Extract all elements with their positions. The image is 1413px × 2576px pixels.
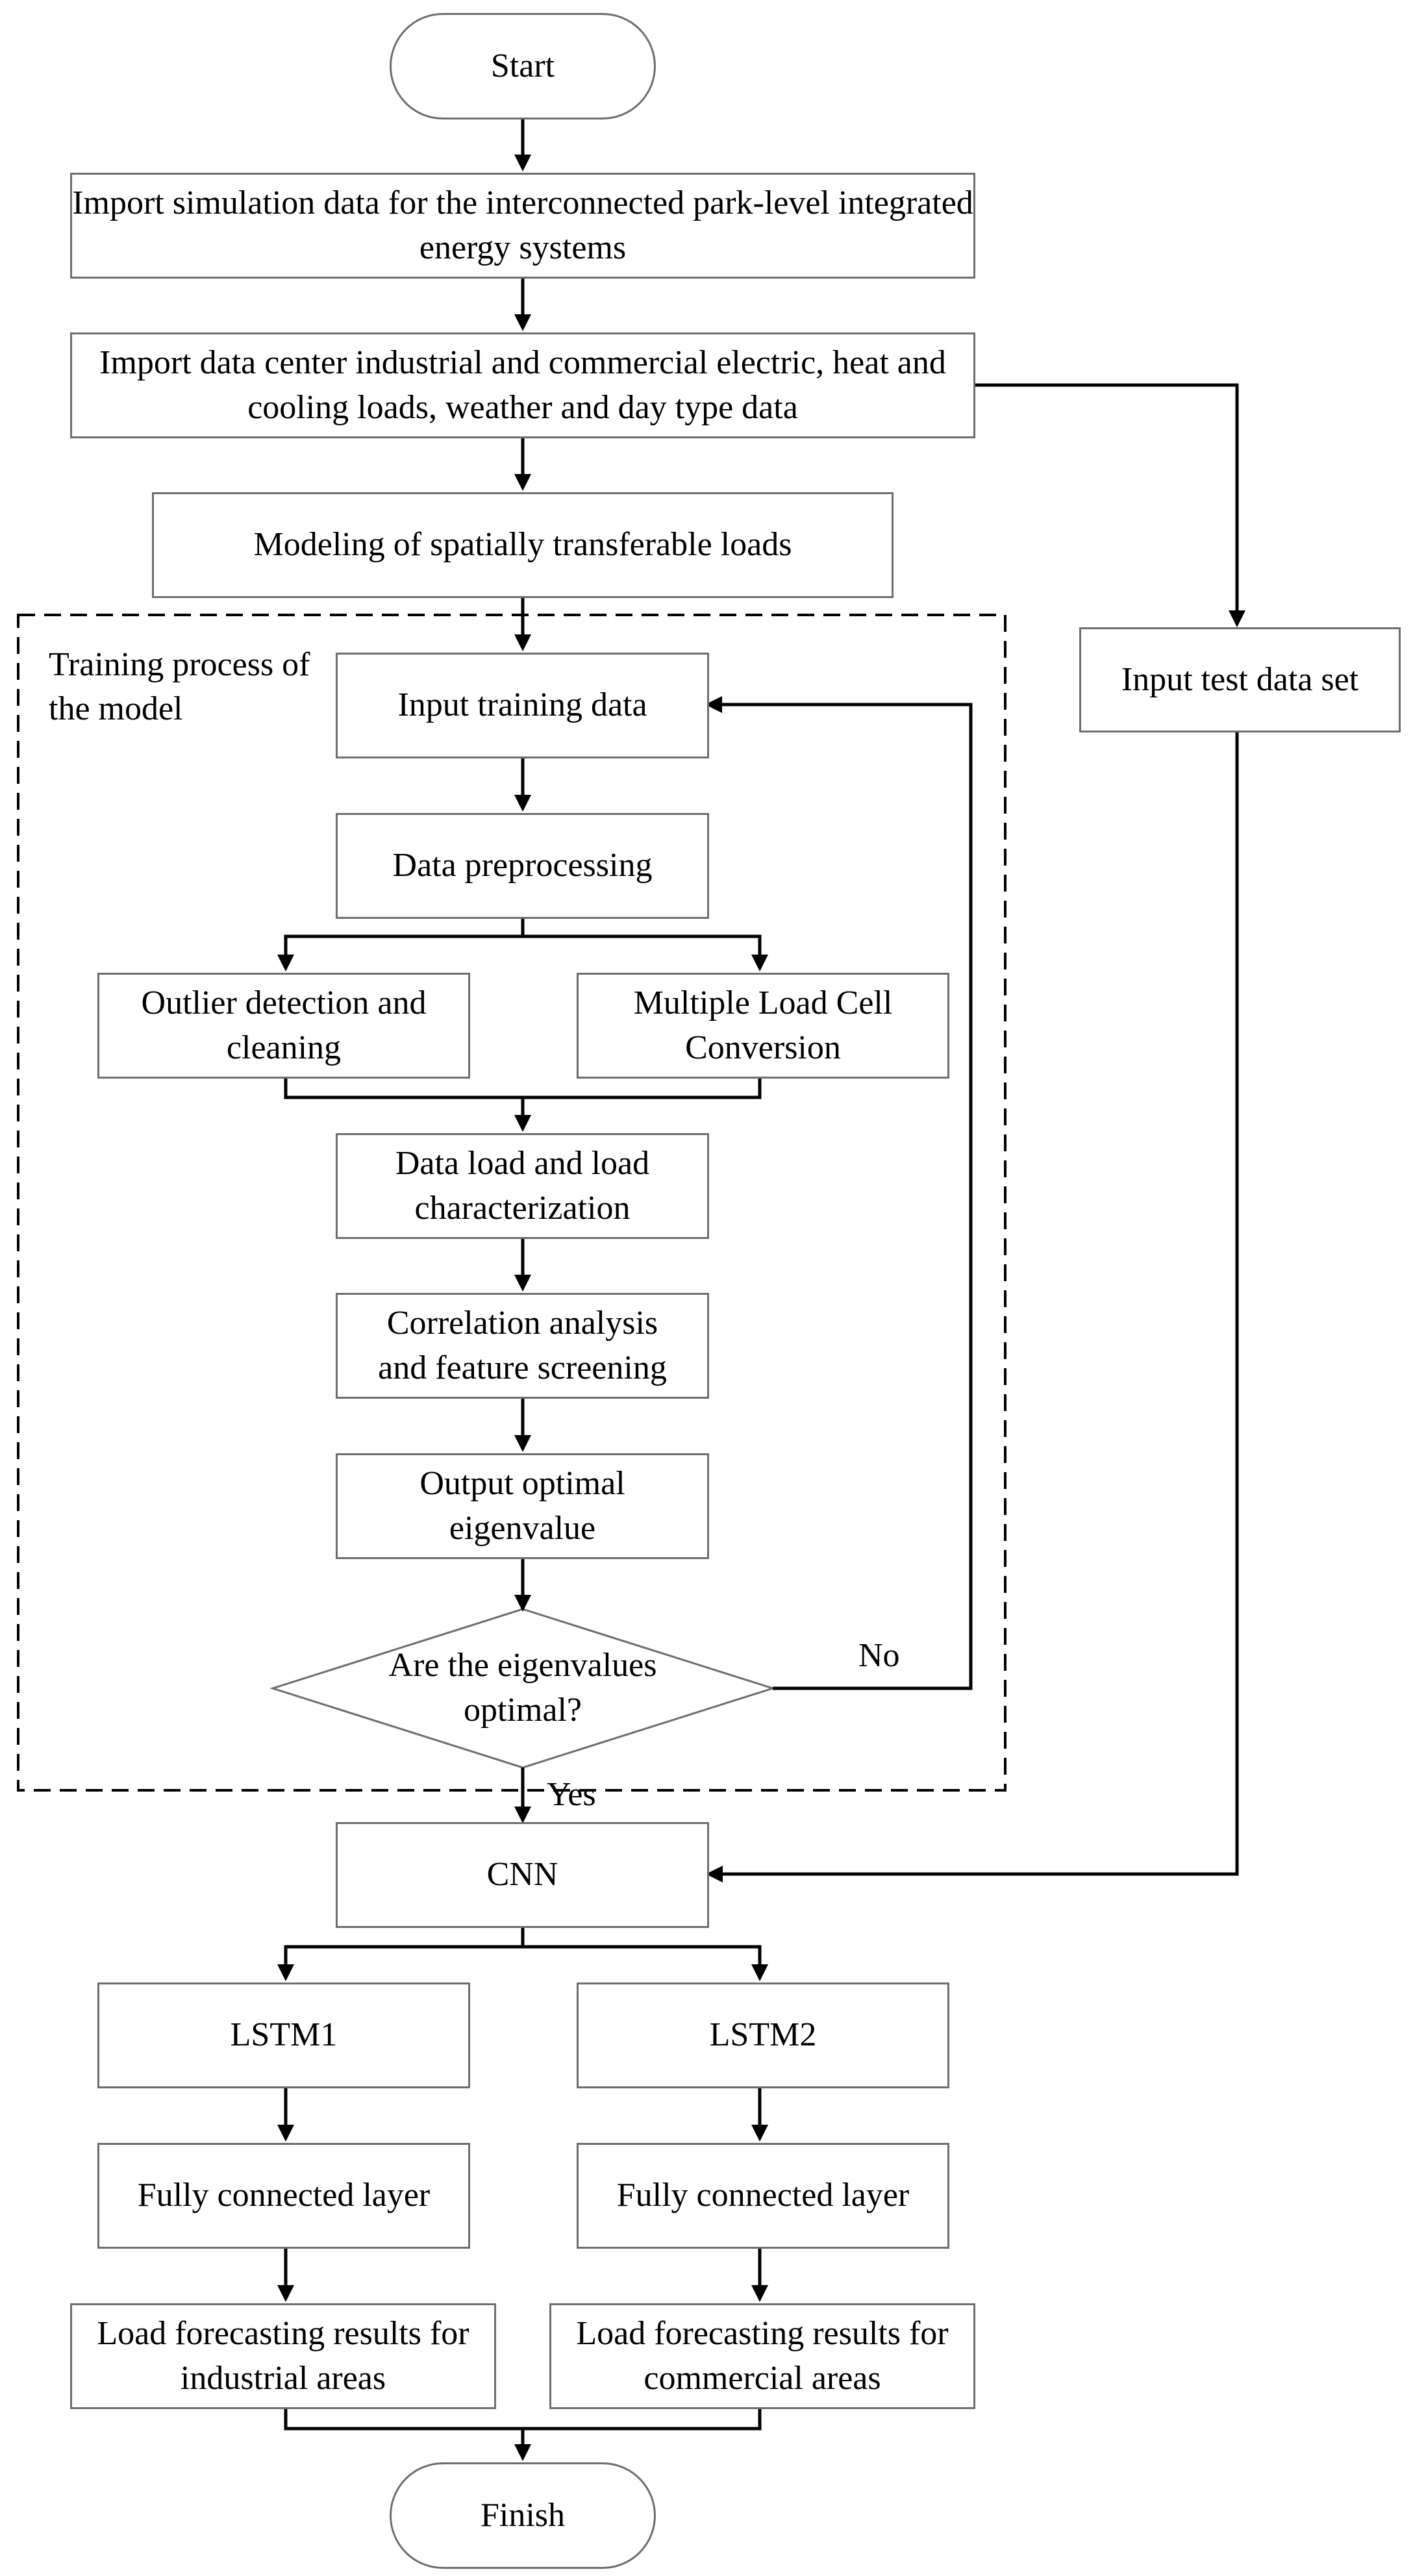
training-region-border xyxy=(17,614,1007,1792)
import-loads-box: Import data center industrial and commer… xyxy=(70,332,975,438)
lstm1-label: LSTM1 xyxy=(230,2016,338,2054)
outlier-box: Outlier detection and cleaning xyxy=(97,973,470,1079)
connector-split-preprocess xyxy=(284,918,525,960)
arrowhead xyxy=(277,1964,294,1981)
connector-merge-multiple xyxy=(523,1078,762,1099)
correlation-label: Correlation analysis and feature screeni… xyxy=(378,1304,667,1386)
arrowhead xyxy=(514,1807,531,1823)
arrowhead xyxy=(514,2444,531,2461)
modeling-box: Modeling of spatially transferable loads xyxy=(152,492,894,598)
import-simulation-box: Import simulation data for the interconn… xyxy=(70,173,975,279)
cnn-box: CNN xyxy=(336,1822,709,1928)
input-training-box: Input training data xyxy=(336,653,709,758)
arrowhead xyxy=(514,314,531,331)
result-commercial-box: Load forecasting results for commercial … xyxy=(549,2303,975,2409)
data-load-label: Data load and load characterization xyxy=(395,1144,650,1227)
connector-import-to-test xyxy=(975,383,1239,616)
no-label: No xyxy=(858,1634,900,1678)
finish-label: Finish xyxy=(480,2496,566,2534)
connector-split-cnn-right xyxy=(523,1945,762,1970)
fully-connected-2-box: Fully connected layer xyxy=(577,2143,949,2249)
modeling-label: Modeling of spatially transferable loads xyxy=(253,526,792,564)
decision-text: Are the eigenvalues optimal? xyxy=(360,1636,685,1740)
input-test-box: Input test data set xyxy=(1079,627,1401,732)
arrowhead xyxy=(514,1595,531,1612)
connector-no-loop xyxy=(716,703,973,1690)
cnn-label: CNN xyxy=(486,1856,558,1894)
start-label: Start xyxy=(490,47,555,84)
arrowhead xyxy=(514,634,531,651)
lstm1-box: LSTM1 xyxy=(97,1982,470,2088)
decision-label: Are the eigenvalues optimal? xyxy=(388,1647,657,1729)
arrowhead xyxy=(514,795,531,812)
arrowhead xyxy=(277,2125,294,2142)
input-training-label: Input training data xyxy=(397,686,647,724)
import-loads-label: Import data center industrial and commer… xyxy=(99,344,946,426)
result-commercial-label: Load forecasting results for commercial … xyxy=(576,2314,949,2397)
connector-merge-outlier xyxy=(284,1078,525,1120)
connector-merge-results-right xyxy=(523,2408,762,2431)
outlier-label: Outlier detection and cleaning xyxy=(141,984,427,1066)
output-optimal-box: Output optimal eigenvalue xyxy=(336,1453,709,1559)
arrowhead xyxy=(706,1866,723,1882)
lstm2-label: LSTM2 xyxy=(709,2016,817,2054)
finish-terminator: Finish xyxy=(390,2462,656,2569)
multiple-load-box: Multiple Load Cell Conversion xyxy=(577,973,949,1079)
preprocessing-label: Data preprocessing xyxy=(392,847,653,884)
arrowhead xyxy=(277,2285,294,2302)
arrowhead xyxy=(751,2125,768,2142)
arrowhead xyxy=(705,696,722,713)
arrowhead xyxy=(277,955,294,971)
training-region-label-text: Training process of the model xyxy=(49,646,310,727)
start-terminator: Start xyxy=(390,13,656,119)
training-region-label: Training process of the model xyxy=(49,643,321,731)
data-load-box: Data load and load characterization xyxy=(336,1133,709,1239)
preprocessing-box: Data preprocessing xyxy=(336,813,709,919)
correlation-box: Correlation analysis and feature screeni… xyxy=(336,1293,709,1399)
connector-test-to-cnn xyxy=(716,729,1239,1876)
arrowhead xyxy=(514,1435,531,1452)
yes-label-text: Yes xyxy=(547,1776,596,1813)
arrowhead xyxy=(1229,610,1245,627)
fully-connected-2-label: Fully connected layer xyxy=(616,2177,910,2214)
arrowhead xyxy=(751,2285,768,2302)
connector-split-cnn xyxy=(284,1927,525,1970)
arrowhead xyxy=(514,1275,531,1292)
arrowhead xyxy=(751,1964,768,1981)
arrowhead xyxy=(514,1115,531,1132)
connector-split-preprocess-right xyxy=(523,934,762,960)
arrowhead xyxy=(514,155,531,171)
fully-connected-1-box: Fully connected layer xyxy=(97,2143,470,2249)
arrowhead xyxy=(751,955,768,971)
connector-merge-results-left xyxy=(284,2408,525,2449)
fully-connected-1-label: Fully connected layer xyxy=(137,2177,431,2214)
import-simulation-label: Import simulation data for the interconn… xyxy=(72,184,973,266)
output-optimal-label: Output optimal eigenvalue xyxy=(419,1464,625,1547)
result-industrial-label: Load forecasting results for industrial … xyxy=(97,2314,469,2397)
input-test-label: Input test data set xyxy=(1121,660,1359,698)
no-label-text: No xyxy=(858,1637,900,1674)
result-industrial-box: Load forecasting results for industrial … xyxy=(70,2303,496,2409)
arrowhead xyxy=(514,474,531,491)
multiple-load-label: Multiple Load Cell Conversion xyxy=(633,984,893,1066)
lstm2-box: LSTM2 xyxy=(577,1982,949,2088)
yes-label: Yes xyxy=(547,1773,596,1817)
